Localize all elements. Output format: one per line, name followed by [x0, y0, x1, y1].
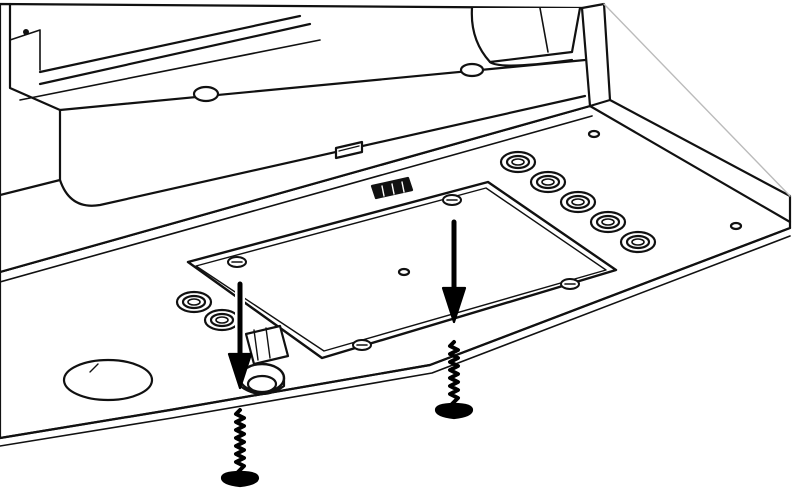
arrow-right	[441, 217, 467, 324]
terminal-block	[370, 176, 414, 200]
arrow-left	[227, 279, 253, 390]
inner-cavity	[0, 2, 592, 274]
direction-arrows	[227, 217, 467, 390]
mounting-screws	[220, 340, 474, 488]
screw-right	[434, 340, 474, 420]
cable-gland	[238, 324, 290, 396]
knockout-hole	[62, 358, 154, 402]
screw-left	[220, 408, 260, 488]
